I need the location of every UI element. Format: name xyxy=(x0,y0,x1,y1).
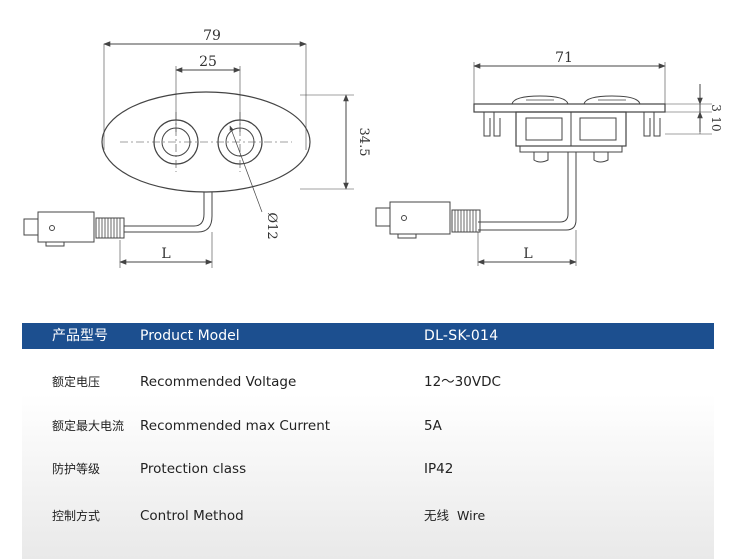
current-label-zh: 额定最大电流 xyxy=(52,419,125,433)
dim-diameter-leader xyxy=(229,125,263,213)
label-3: 3 xyxy=(709,104,723,112)
label-25: 25 xyxy=(199,54,217,70)
voltage-label-en: Recommended Voltage xyxy=(140,374,297,390)
cable-side xyxy=(478,152,569,223)
connector-side xyxy=(389,201,451,235)
voltage-label-zh: 额定电压 xyxy=(52,375,101,389)
top-plate xyxy=(473,103,666,113)
label-34-5: 34.5 xyxy=(356,128,371,157)
spec-row-control: 控制方式 Control Method 无线 Wire xyxy=(22,493,714,539)
label-l-front: L xyxy=(161,246,170,262)
protection-label-en: Protection class xyxy=(140,461,247,477)
technical-drawing: 79 25 34.5 Ø12 L xyxy=(23,28,723,268)
control-label-zh: 控制方式 xyxy=(52,509,101,523)
spec-row-protection: 防护等级 Protection class IP42 xyxy=(22,446,714,492)
spec-table: 产品型号 Product Model DL-SK-014 额定电压 Recomm… xyxy=(22,323,714,559)
front-view xyxy=(23,41,354,268)
current-value-text: 5A xyxy=(424,418,442,434)
label-79: 79 xyxy=(203,28,221,44)
cable-front xyxy=(124,192,205,227)
label-diameter-12: Ø12 xyxy=(264,212,279,239)
side-view xyxy=(375,62,712,266)
protection-label-zh: 防护等级 xyxy=(52,462,101,476)
spec-header-row: 产品型号 Product Model DL-SK-014 xyxy=(22,323,714,349)
label-10: 10 xyxy=(709,116,723,131)
product-model-label-en: Product Model xyxy=(140,328,240,344)
current-label-en: Recommended max Current xyxy=(140,418,331,434)
spec-row-voltage: 额定电压 Recommended Voltage 12～30VDC xyxy=(22,359,714,405)
spec-row-current: 额定最大电流 Recommended max Current 5A xyxy=(22,403,714,449)
voltage-value-text: 12～30VDC xyxy=(424,374,501,390)
connector-front xyxy=(37,211,95,243)
current-value: 5A xyxy=(424,403,442,449)
control-value-en: Wire xyxy=(457,508,486,523)
control-value-zh: 无线 xyxy=(424,508,450,523)
product-model-value: DL-SK-014 xyxy=(424,328,499,344)
label-71: 71 xyxy=(555,50,573,66)
oval-housing xyxy=(101,91,311,193)
control-value: 无线 Wire xyxy=(424,493,485,539)
protection-value-text: IP42 xyxy=(424,461,454,477)
label-l-side: L xyxy=(523,246,532,262)
voltage-value: 12～30VDC xyxy=(424,359,501,405)
product-model-label-zh: 产品型号 xyxy=(52,328,108,344)
protection-value: IP42 xyxy=(424,446,453,492)
control-label-en: Control Method xyxy=(140,508,244,524)
